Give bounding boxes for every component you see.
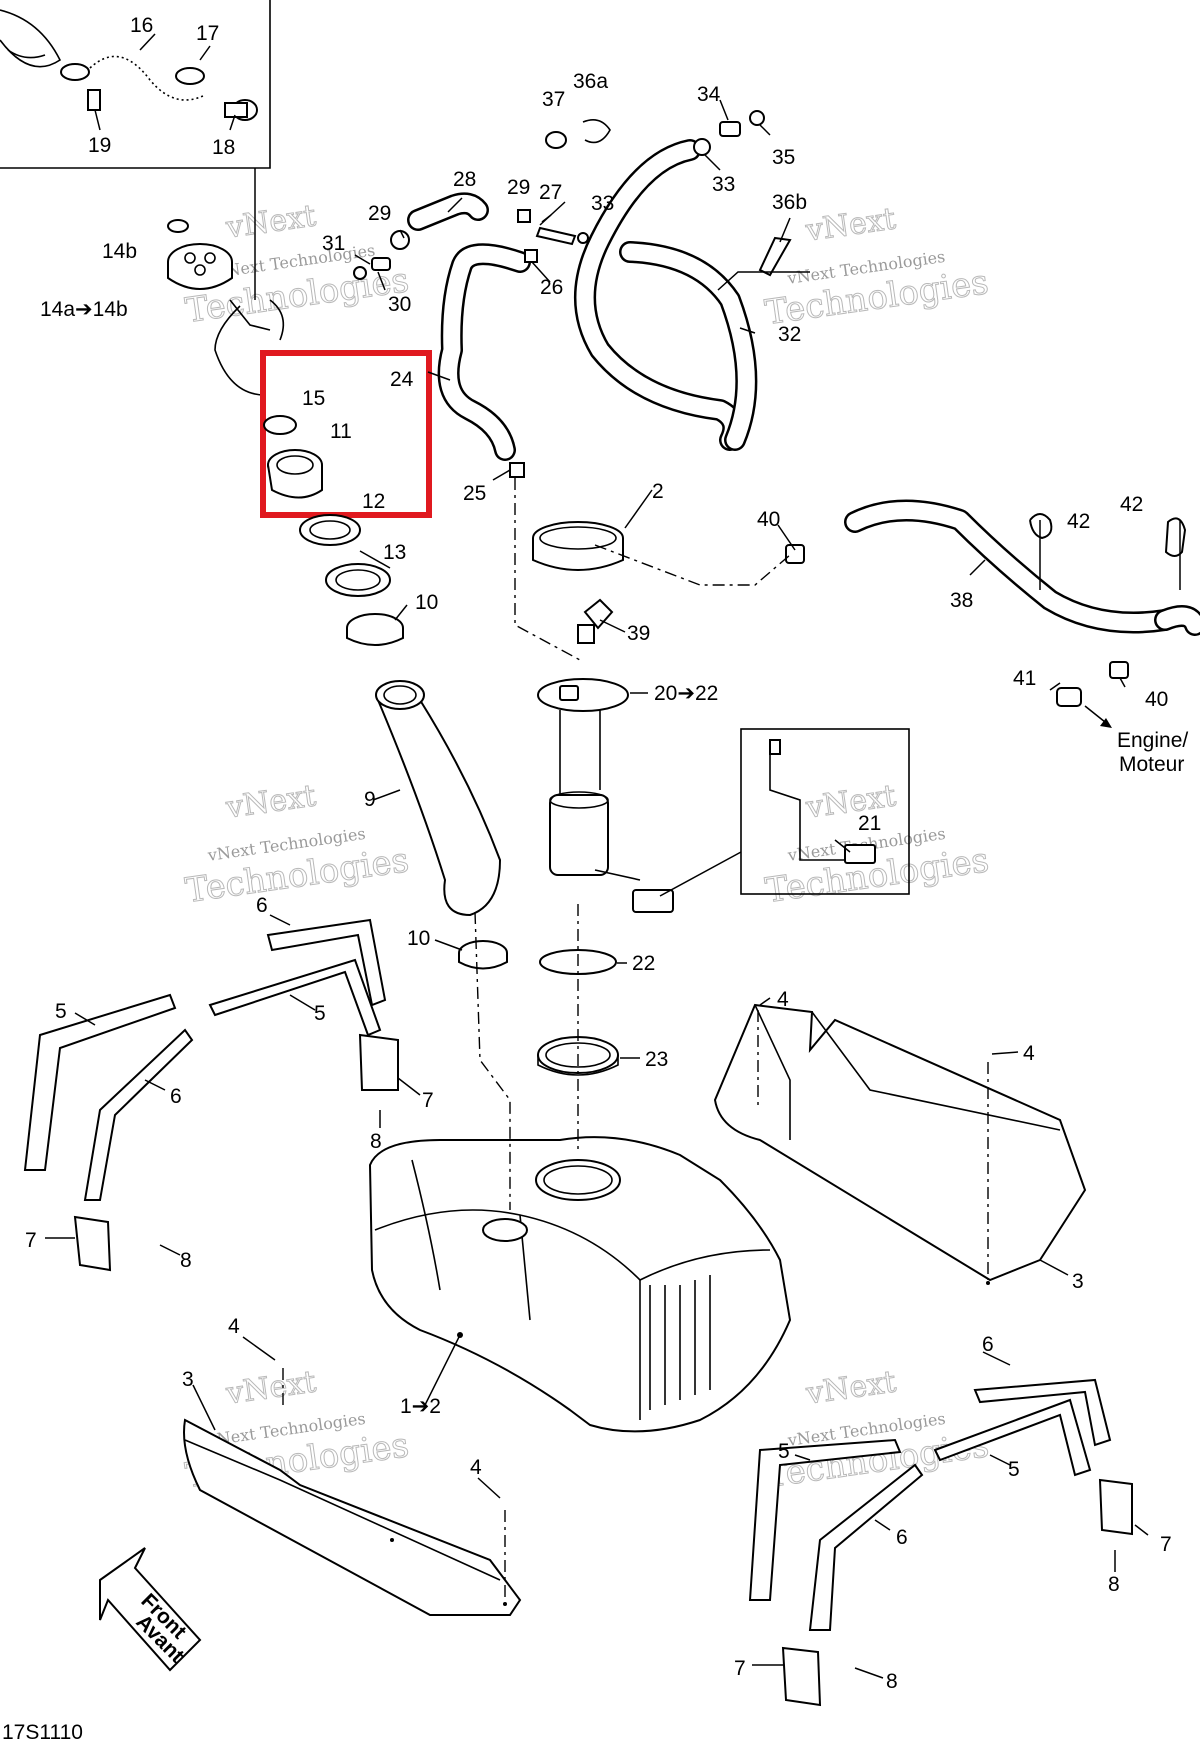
callout-8-a: 8 — [370, 1130, 382, 1153]
callout-9: 9 — [364, 788, 376, 811]
callout-8-d: 8 — [886, 1670, 898, 1693]
callout-5-a: 5 — [55, 1000, 67, 1023]
callout-7-a: 7 — [422, 1089, 434, 1112]
fuel-pump-module — [537, 598, 674, 913]
callout-10-lower: 10 — [407, 927, 430, 950]
callout-6-b: 6 — [170, 1085, 182, 1108]
callout-7-c: 7 — [1160, 1533, 1172, 1556]
svg-text:vNext: vNext — [803, 202, 898, 249]
callout-12: 12 — [362, 490, 385, 513]
callout-32: 32 — [778, 323, 801, 346]
callout-8-b: 8 — [180, 1249, 192, 1272]
neck-seals — [299, 514, 404, 646]
assembly-axes — [282, 478, 989, 1600]
callout-41: 41 — [1013, 667, 1036, 690]
callout-6-d: 6 — [896, 1526, 908, 1549]
callout-27: 27 — [539, 181, 562, 204]
watermark-6: vNext vNext Technologies Technologies — [762, 1364, 991, 1497]
callout-26: 26 — [540, 276, 563, 299]
callout-1-2: 1➔2 — [400, 1395, 441, 1418]
callout-6-a: 6 — [256, 894, 268, 917]
svg-text:Moteur: Moteur — [1119, 753, 1184, 776]
callout-37: 37 — [542, 88, 565, 111]
filler-hose — [375, 680, 502, 917]
callout-36b: 36b — [772, 191, 807, 214]
lower-clamp — [458, 940, 508, 970]
fuel-cap-assembly — [167, 168, 285, 396]
callout-17: 17 — [196, 22, 219, 45]
svg-text:vNext: vNext — [223, 198, 318, 245]
callout-23: 23 — [645, 1048, 668, 1071]
straps-and-brackets — [23, 918, 1133, 1707]
callout-10-top: 10 — [415, 591, 438, 614]
callout-4-c: 4 — [228, 1315, 240, 1338]
engine-label: Engine/ Moteur — [1117, 729, 1188, 776]
pump-lock-ring — [532, 521, 624, 571]
callout-29-mid: 29 — [368, 202, 391, 225]
callout-3-b: 3 — [182, 1368, 194, 1391]
callout-30: 30 — [388, 293, 411, 316]
callout-34: 34 — [697, 83, 721, 106]
heat-shield-right — [713, 1003, 1087, 1285]
callout-19: 19 — [88, 134, 111, 157]
callout-40-right: 40 — [1145, 688, 1168, 711]
callout-5-d: 5 — [778, 1440, 790, 1463]
callout-14a-14b: 14a➔14b — [40, 298, 128, 321]
callout-29-top: 29 — [507, 176, 530, 199]
callout-5-c: 5 — [1008, 1458, 1020, 1481]
callout-18: 18 — [212, 136, 235, 159]
callout-labels: 16 17 19 18 37 36a 34 35 33 28 29 27 33 … — [25, 14, 1172, 1693]
callout-7-d: 7 — [734, 1657, 746, 1680]
front-arrow: Front Avant — [99, 1547, 202, 1672]
callout-15: 15 — [302, 387, 325, 410]
fuel-tank — [368, 1136, 792, 1433]
callout-40-top: 40 — [757, 508, 780, 531]
callout-11: 11 — [330, 420, 352, 443]
callout-20-22: 20➔22 — [654, 682, 718, 705]
svg-text:vNext: vNext — [223, 1364, 318, 1411]
callout-22: 22 — [632, 952, 655, 975]
callout-4-b: 4 — [1023, 1042, 1035, 1065]
callout-7-b: 7 — [25, 1229, 37, 1252]
callout-38: 38 — [950, 589, 973, 612]
callout-4-a: 4 — [777, 988, 789, 1011]
callout-21: 21 — [858, 812, 881, 835]
callout-3-a: 3 — [1072, 1270, 1084, 1293]
callout-25: 25 — [463, 482, 486, 505]
callout-16: 16 — [130, 14, 153, 37]
svg-text:Engine/: Engine/ — [1117, 729, 1188, 752]
drawing-code: 17S1110 — [2, 1721, 83, 1744]
callout-36a: 36a — [573, 70, 608, 93]
svg-text:vNext: vNext — [803, 1364, 898, 1411]
callout-31: 31 — [322, 232, 345, 255]
callout-8-c: 8 — [1108, 1573, 1120, 1596]
callout-13: 13 — [383, 541, 406, 564]
callout-42-right: 42 — [1120, 493, 1143, 516]
watermark-2: vNext vNext Technologies Technologies — [762, 201, 991, 334]
engine-destination-arrow — [1084, 705, 1112, 728]
svg-text:vNext: vNext — [803, 778, 898, 825]
heat-shield-left — [183, 1418, 522, 1616]
fittings — [353, 110, 1187, 707]
callout-5-b: 5 — [314, 1002, 326, 1025]
callout-14b: 14b — [102, 240, 137, 263]
callout-39: 39 — [627, 622, 650, 645]
callout-4-d: 4 — [470, 1456, 482, 1479]
callout-35: 35 — [772, 146, 795, 169]
watermark-4: vNext vNext Technologies Technologies — [762, 778, 991, 912]
callout-6-c: 6 — [982, 1333, 994, 1356]
leader-lines — [45, 33, 1181, 1679]
callout-33-mid: 33 — [591, 192, 614, 215]
cap-tether-detail — [0, 0, 271, 169]
sender-detail-box — [659, 728, 910, 897]
callout-33-top: 33 — [712, 173, 735, 196]
highlight-box-filler-neck — [260, 350, 432, 518]
callout-42-left: 42 — [1067, 510, 1090, 533]
callout-28: 28 — [453, 168, 476, 191]
callout-24: 24 — [390, 368, 414, 391]
callout-2: 2 — [652, 480, 664, 503]
svg-text:vNext: vNext — [223, 778, 318, 825]
